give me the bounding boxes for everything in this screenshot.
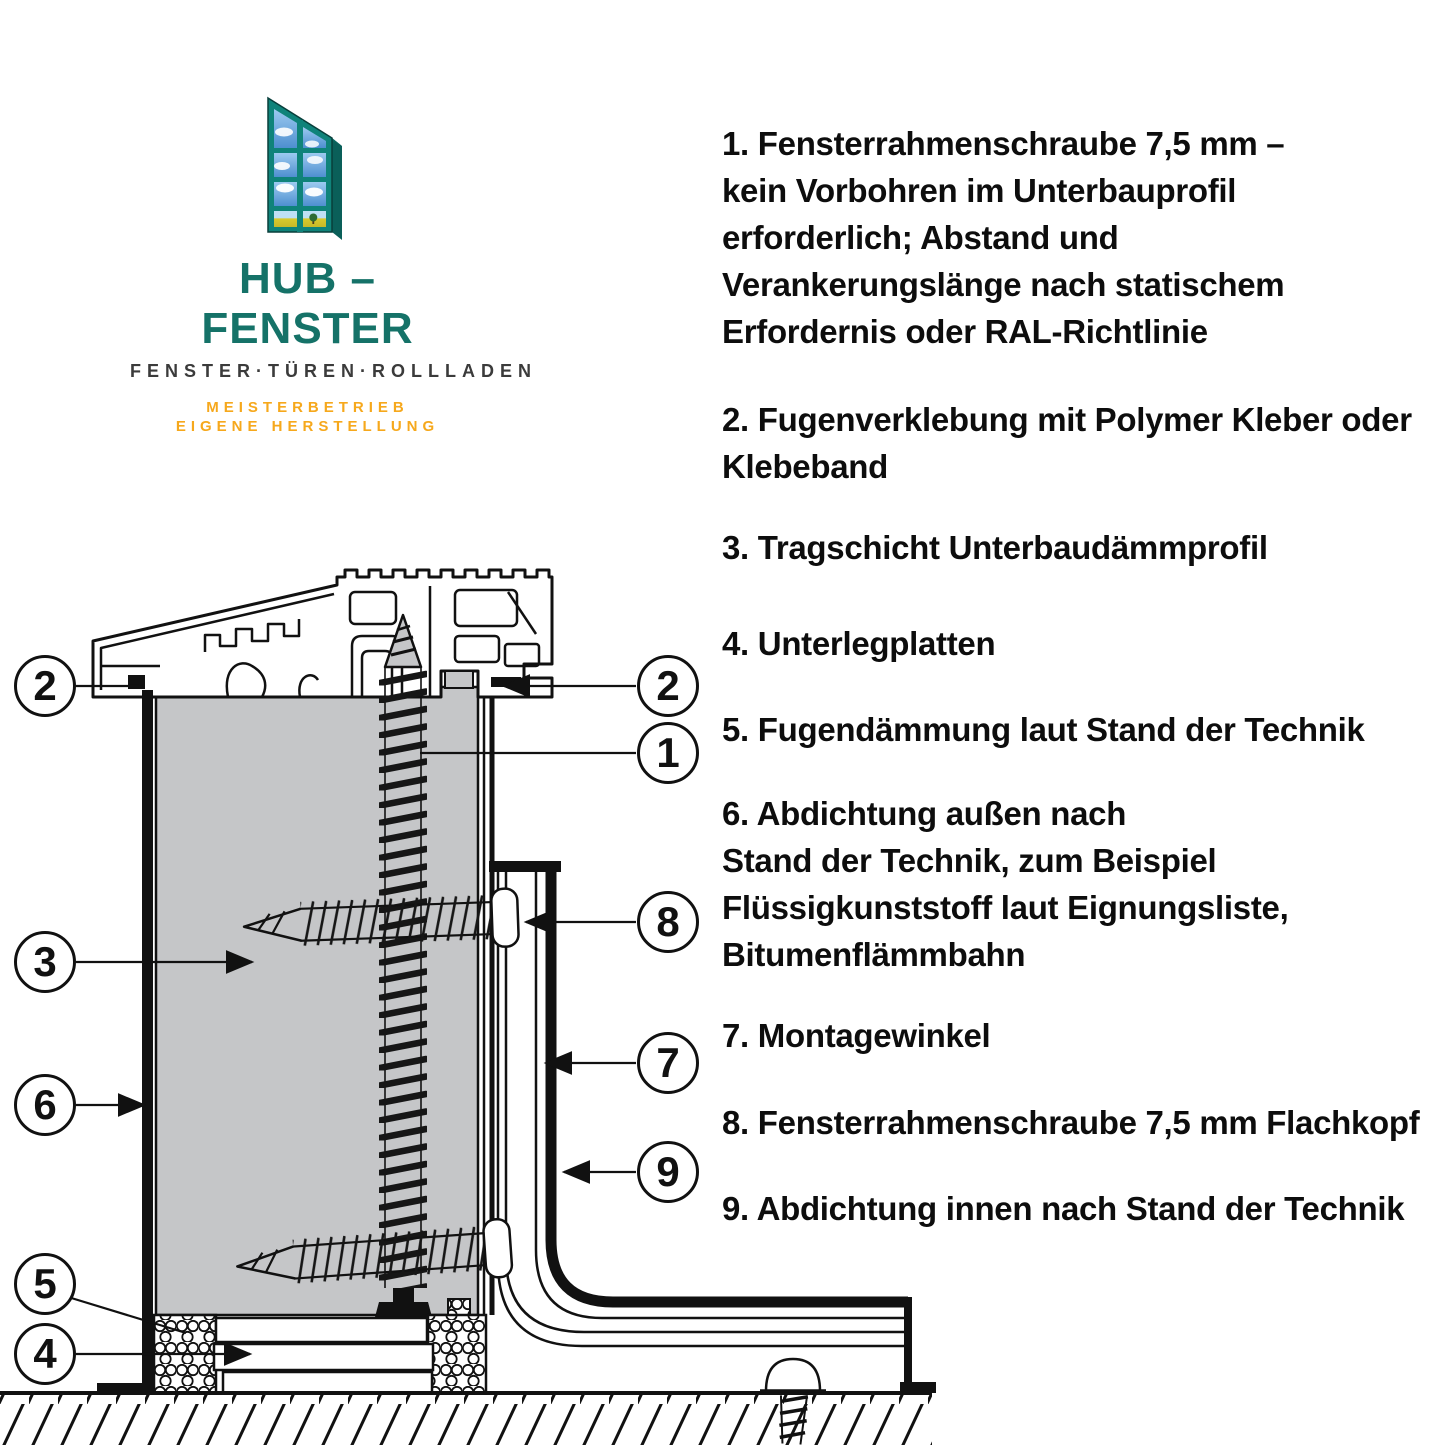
floor-screw [779, 1395, 809, 1445]
legend-item-6: 6. Abdichtung außen nach Stand der Techn… [722, 795, 1289, 973]
window-frame-profile [91, 568, 554, 699]
underlay-insulation-block [154, 685, 495, 1317]
callout-circle-9-right: 9 [637, 1141, 699, 1203]
brand-tagline: FENSTER·TÜREN·ROLLLADEN [130, 361, 537, 381]
ground-hatch [0, 1391, 932, 1445]
legend-item-1: 1. Fensterrahmenschraube 7,5 mm – kein V… [722, 125, 1285, 350]
floor-screw-head [760, 1357, 826, 1393]
legend-item-4: 4. Unterlegplatten [722, 625, 996, 662]
brand-name: HUB – FENSTER [201, 254, 414, 353]
leader-lines [67, 674, 636, 1366]
callout-circle-8-right: 8 [637, 891, 699, 953]
badge-line-2: EIGENE HERSTELLUNG [175, 418, 440, 435]
legend-item-7: 7. Montagewinkel [722, 1017, 991, 1054]
leader-5 [67, 1295, 187, 1335]
outer-sealing-line [97, 690, 153, 1393]
brand-badge: MEISTERBETRIEB EIGENE HERSTELLUNG [130, 398, 485, 436]
legend-item-5: 5. Fugendämmung laut Stand der Technik [722, 711, 1365, 748]
legend-item-8: 8. Fensterrahmenschraube 7,5 mm Flachkop… [722, 1104, 1420, 1141]
callout-circle-2-left: 2 [14, 655, 76, 717]
legend-item-9: 9. Abdichtung innen nach Stand der Techn… [722, 1190, 1405, 1227]
vertical-frame-screw [375, 613, 432, 1317]
inner-sealing-membrane [545, 866, 936, 1393]
callout-circle-7-right: 7 [637, 1032, 699, 1094]
callout-circle-5-left: 5 [14, 1253, 76, 1315]
legend-item-2: 2. Fugenverklebung mit Polymer Kleber od… [722, 401, 1412, 485]
callout-circle-1-right: 1 [637, 722, 699, 784]
callout-circle-4-left: 4 [14, 1323, 76, 1385]
brand-logo: HUB – FENSTER FENSTER·TÜREN·ROLLLADEN ME… [130, 92, 537, 436]
horizontal-frame-screw-upper [242, 887, 520, 948]
window-logo-icon [266, 96, 342, 240]
legend-item-3: 3. Tragschicht Unterbaudämmprofil [722, 529, 1268, 566]
callout-circle-3-left: 3 [14, 931, 76, 993]
shim-plates [212, 1316, 435, 1395]
badge-line-1: MEISTERBETRIEB [206, 399, 409, 416]
callout-circle-6-left: 6 [14, 1074, 76, 1136]
callout-circle-2-right: 2 [637, 655, 699, 717]
insulation-tab [444, 670, 474, 689]
